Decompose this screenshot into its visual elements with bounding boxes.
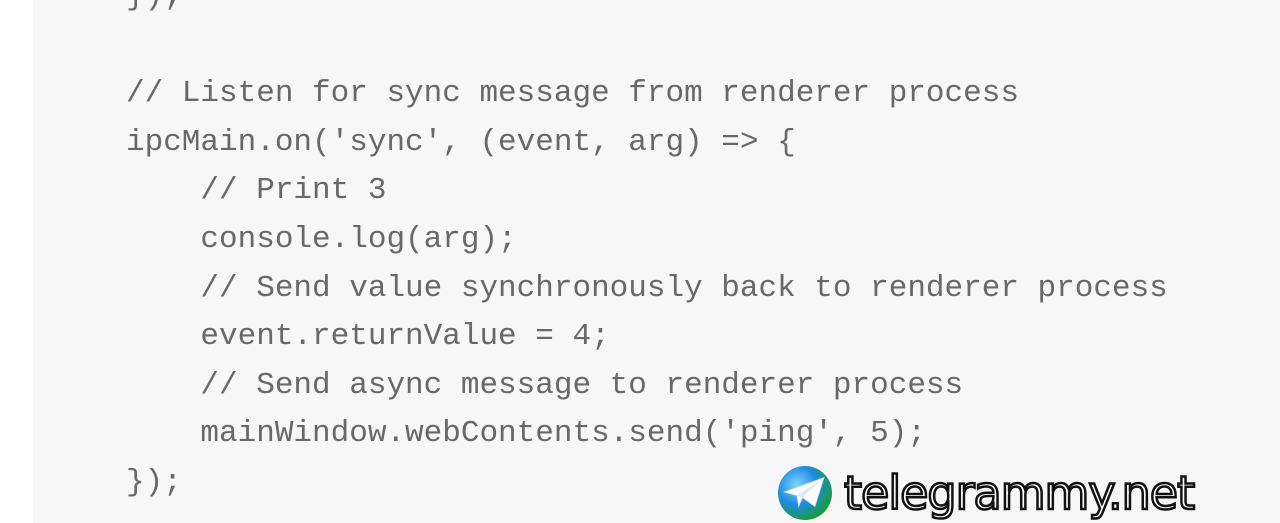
telegram-globe-icon	[778, 466, 832, 520]
code-content: }); // Listen for sync message from rende…	[126, 0, 1168, 508]
code-line: // Send async message to renderer proces…	[126, 367, 964, 403]
code-line: // Send value synchronously back to rend…	[126, 270, 1168, 306]
code-line	[126, 22, 1168, 71]
code-line: });	[126, 0, 1168, 22]
code-line: // Listen for sync message from renderer…	[126, 76, 1019, 112]
code-line: ipcMain.on('sync', (event, arg) => {	[126, 124, 796, 160]
code-line: // Print 3	[126, 173, 387, 209]
code-line: mainWindow.webContents.send('ping', 5);	[126, 416, 926, 452]
code-line: event.returnValue = 4;	[126, 319, 610, 355]
code-block: }); // Listen for sync message from rende…	[33, 0, 1280, 523]
code-line: });	[126, 464, 182, 500]
code-line: console.log(arg);	[126, 221, 517, 257]
watermark: telegrammy.net	[778, 466, 1197, 520]
watermark-text: telegrammy.net	[843, 466, 1197, 520]
